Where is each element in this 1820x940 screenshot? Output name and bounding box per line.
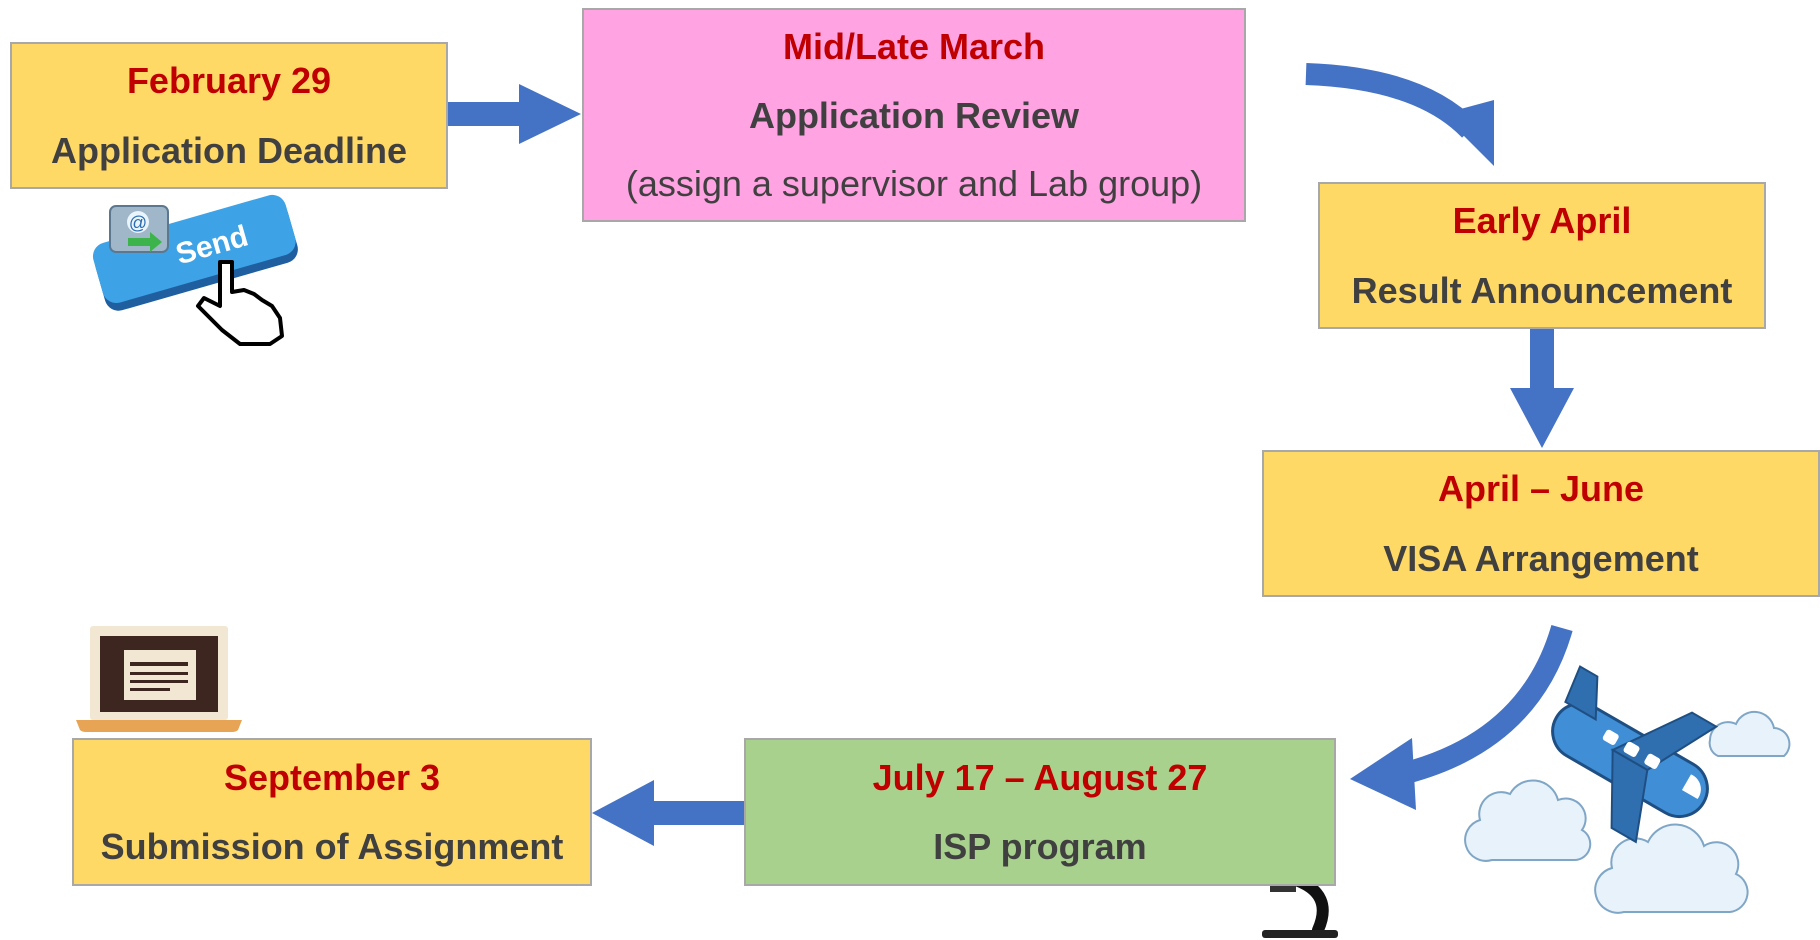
svg-text:@: @ [129, 213, 147, 233]
step-visa-arrangement: April – June VISA Arrangement [1262, 450, 1820, 597]
email-icon: @ [109, 205, 169, 253]
step-application-deadline: February 29 Application Deadline [10, 42, 448, 189]
arrow-isp-to-submission [592, 780, 746, 846]
laptop-icon [76, 626, 242, 732]
step-submission-of-assignment: September 3 Submission of Assignment [72, 738, 592, 886]
step-date: February 29 [126, 60, 332, 102]
arrow-deadline-to-review [446, 84, 581, 144]
step-result-announcement: Early April Result Announcement [1318, 182, 1766, 329]
step-subtitle: (assign a supervisor and Lab group) [625, 162, 1203, 204]
step-date: Early April [1452, 200, 1632, 242]
step-title: ISP program [933, 826, 1147, 867]
step-title: Application Review [748, 95, 1080, 137]
step-title: Result Announcement [1351, 269, 1733, 311]
arrow-visa-to-isp [1350, 624, 1573, 810]
step-date: Mid/Late March [782, 26, 1046, 68]
hand-pointer-icon [196, 260, 284, 346]
step-application-review: Mid/Late March Application Review (assig… [582, 8, 1246, 222]
step-date: April – June [1437, 468, 1645, 510]
cloud-icon [1464, 710, 1791, 914]
step-title: Submission of Assignment [100, 826, 564, 867]
airplane-icon [1551, 665, 1719, 844]
step-date: July 17 – August 27 [872, 756, 1208, 798]
step-isp-program: July 17 – August 27 ISP program [744, 738, 1336, 886]
step-title: Application Deadline [50, 129, 408, 171]
arrow-review-to-result [1305, 63, 1494, 166]
send-button-illustration: Send @ [92, 194, 298, 346]
step-date: September 3 [223, 756, 441, 798]
step-title: VISA Arrangement [1383, 537, 1699, 579]
arrow-result-to-visa [1510, 328, 1574, 448]
